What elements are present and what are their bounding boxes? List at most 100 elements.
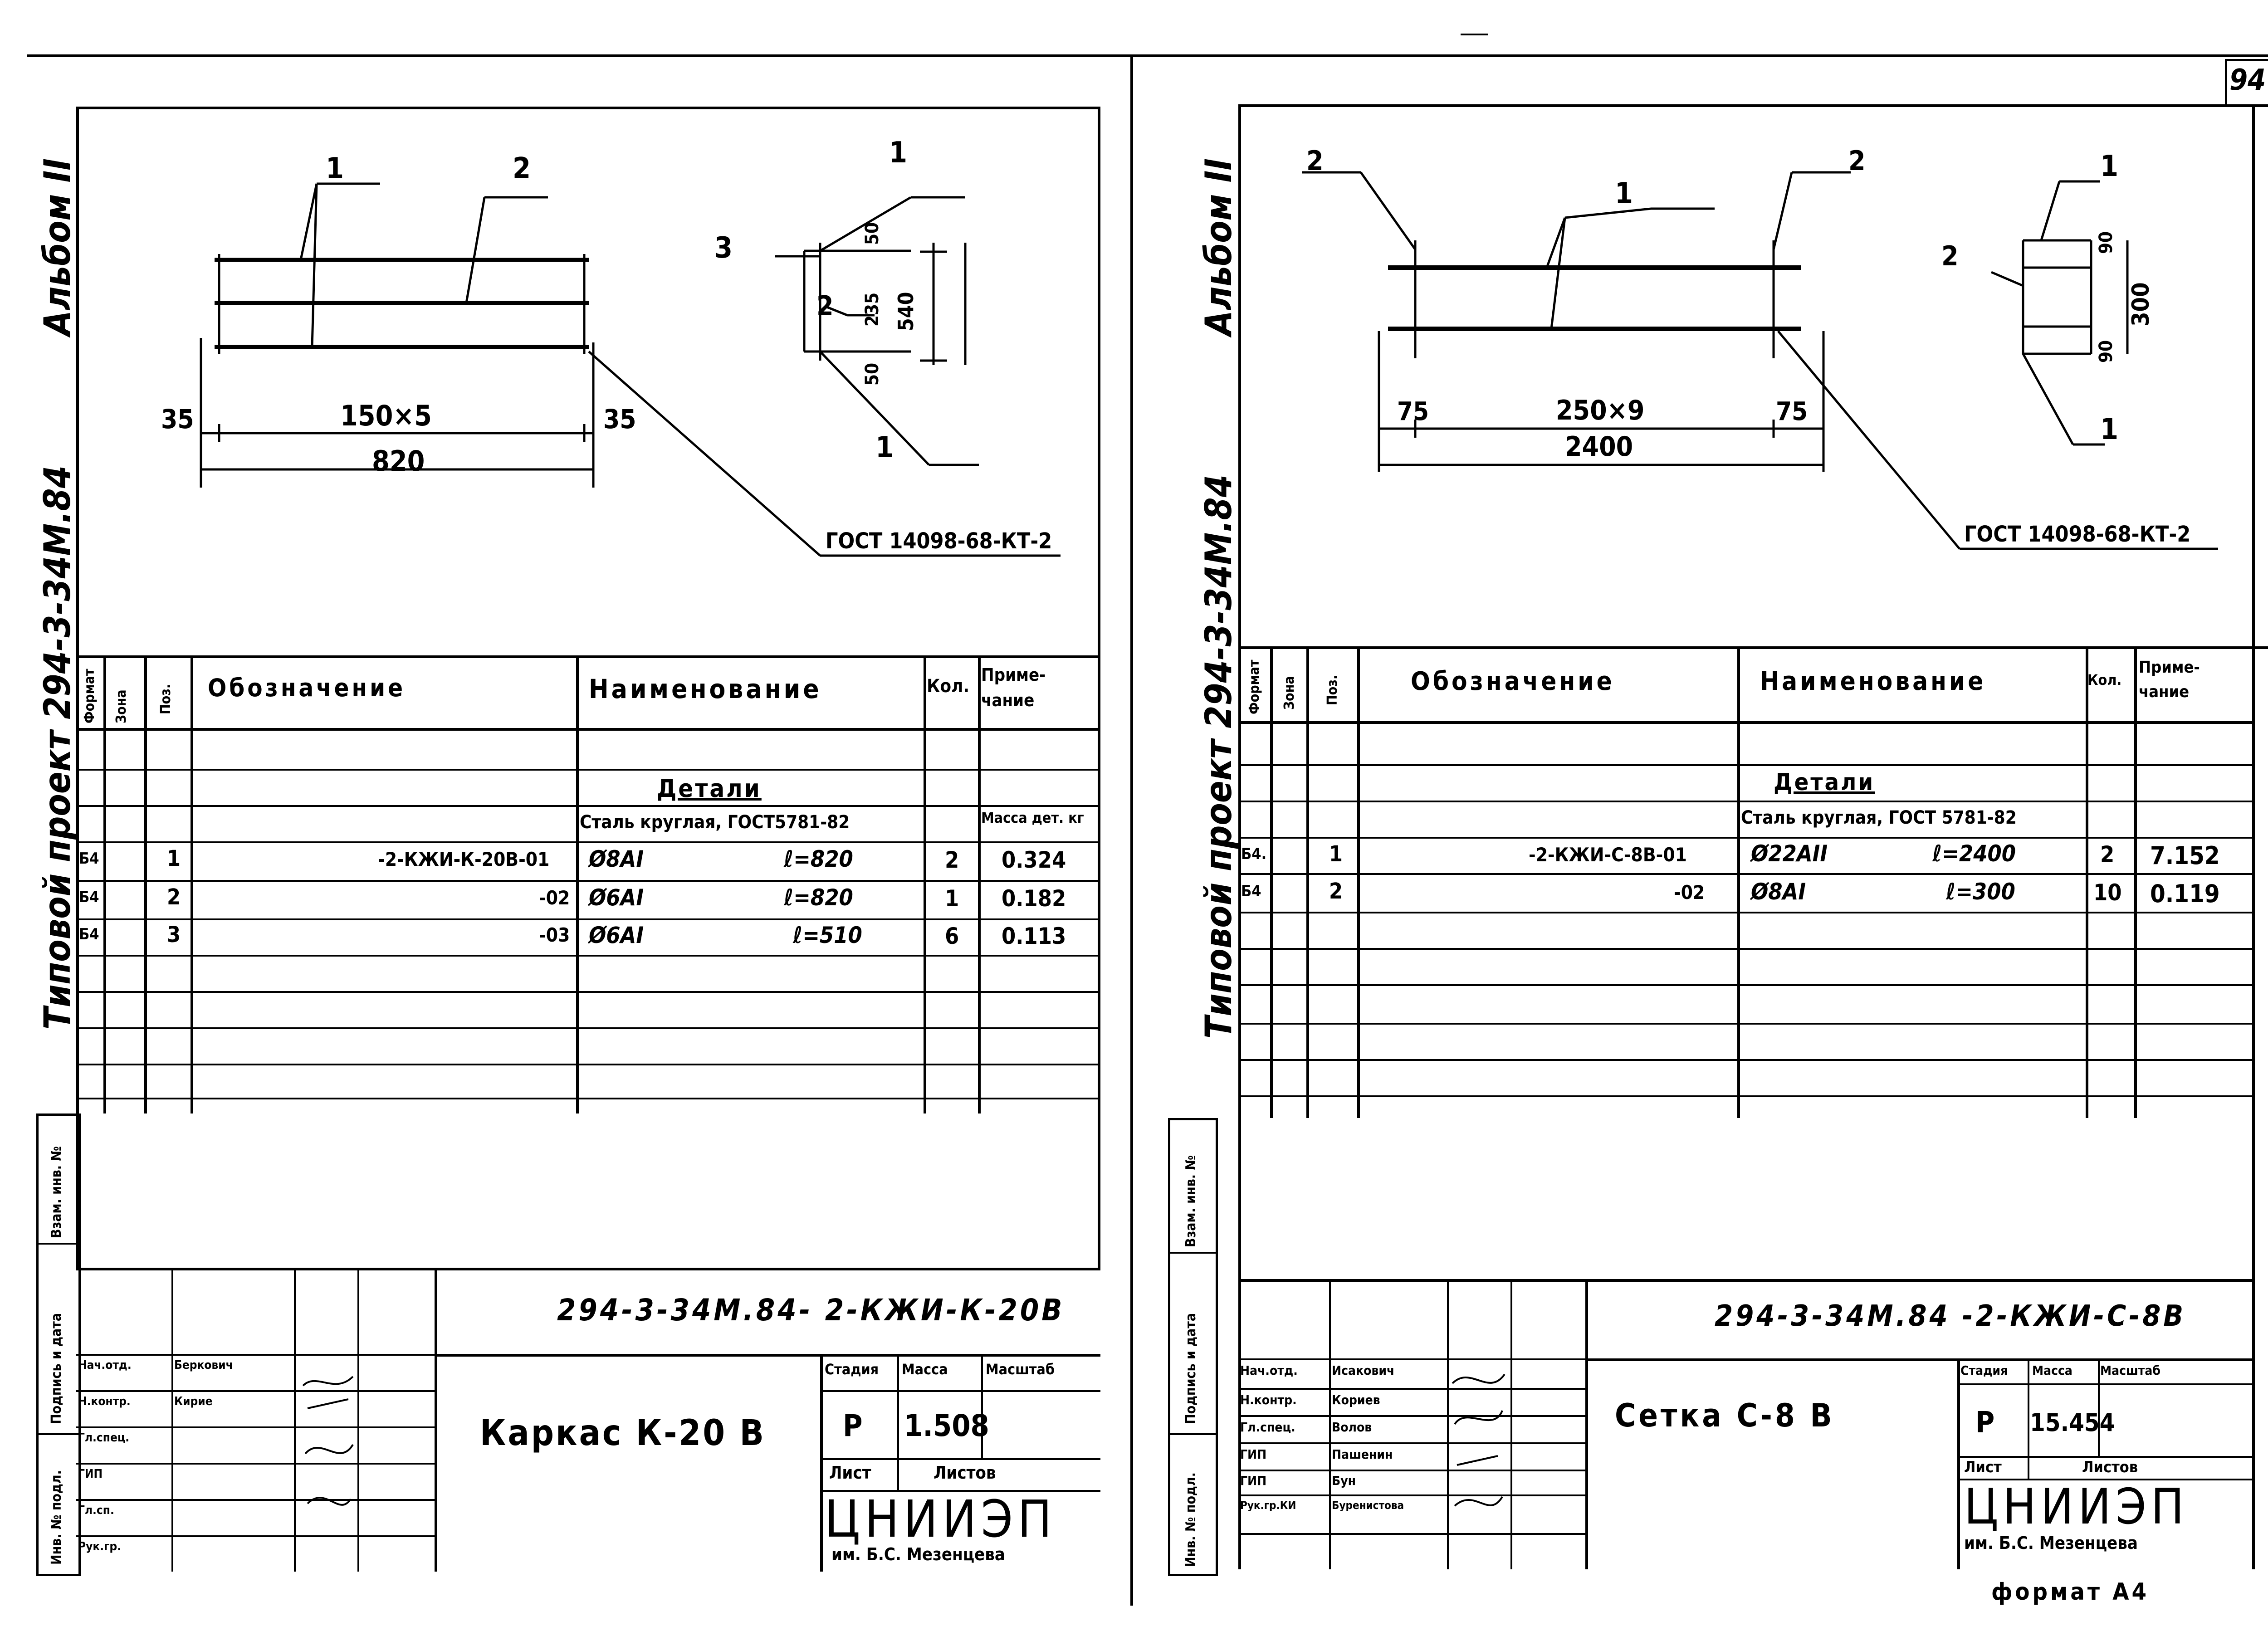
dim-mid-r: 250×9 <box>1556 395 1645 426</box>
section-dim-4: 50 <box>862 362 883 386</box>
side-label-inventory: Инв. № подл. <box>49 1470 64 1565</box>
scale-label-r: Масштаб <box>2100 1363 2160 1378</box>
row3-note: 0.113 <box>1002 923 1066 949</box>
dim-right-r: 75 <box>1776 397 1808 426</box>
role-4: ГИП <box>78 1467 103 1481</box>
doc-code: 294-3-34М.84- 2-КЖИ-К-20В <box>557 1293 1065 1328</box>
top-mark <box>1461 34 1488 35</box>
row1-designation: -2-КЖИ-К-20В-01 <box>378 848 550 870</box>
frame-left <box>76 107 79 1268</box>
row1-pos-r: 1 <box>1329 841 1343 867</box>
section-dim-2-r: 300 <box>2127 282 2155 327</box>
section-callout-3: 3 <box>714 231 733 265</box>
format-label: формат А4 <box>1991 1578 2149 1606</box>
spec-table-r: Формат Зона Поз. Обозначение Наименовани… <box>1238 646 2252 1118</box>
dim-right: 35 <box>603 404 636 435</box>
album-label-r: Альбом II <box>1198 158 1240 336</box>
row1-name-r: Ø22АII <box>1751 840 1828 867</box>
row2-format-r: Б4 <box>1241 882 1261 900</box>
col-header-format-r: Формат <box>1246 659 1262 714</box>
row1-qty-r: 2 <box>2100 841 2115 868</box>
row2-qty-r: 10 <box>2093 879 2122 906</box>
org-sub: им. Б.С. Мезенцева <box>831 1544 1005 1564</box>
name-4-r: Пашенин <box>1332 1447 1393 1462</box>
role-1: Нач.отд. <box>78 1358 132 1372</box>
col-header-qty: Кол. <box>927 676 970 697</box>
dim-left-r: 75 <box>1397 397 1429 426</box>
mass-label-r: Масса <box>2032 1363 2072 1378</box>
title-block-r: Нач.отд. Н.контр. Гл.спец. ГИП ГИП Рук.г… <box>1238 1279 2252 1569</box>
name-1-r: Исакович <box>1332 1363 1395 1378</box>
side-label-replace: Взам. инв. № <box>49 1146 64 1238</box>
section-dim-3-r: 90 <box>2096 340 2116 363</box>
name-2-r: Кориев <box>1332 1392 1380 1407</box>
row2-designation: -02 <box>539 887 570 909</box>
section-dim-1: 50 <box>862 222 883 245</box>
sheets-label: Листов <box>934 1463 996 1483</box>
row1-format: Б4 <box>79 850 99 868</box>
role-5: Гл.сп. <box>78 1504 114 1517</box>
role-6-r: Рук.гр.КИ <box>1240 1499 1296 1512</box>
section-callout-1-top-r: 1 <box>2100 150 2119 183</box>
row2-name-r: Ø8АI <box>1751 879 1806 905</box>
stage-label: Стадия <box>825 1361 879 1378</box>
name-3-r: Волов <box>1332 1420 1372 1435</box>
row1-note-r: 7.152 <box>2150 841 2220 870</box>
row2-note: 0.182 <box>1002 885 1066 912</box>
row1-length-r: ℓ=2400 <box>1932 840 2016 867</box>
row3-name: Ø6АI <box>589 922 644 948</box>
mass-value: 1.508 <box>904 1408 989 1443</box>
row3-pos: 3 <box>167 922 181 947</box>
dim-total: 820 <box>372 444 425 478</box>
name-1: Беркович <box>174 1358 233 1372</box>
side-label-inventory-r: Инв. № подл. <box>1183 1472 1199 1567</box>
row1-format-r: Б4. <box>1241 845 1267 863</box>
album-label: Альбом II <box>36 158 78 336</box>
callout-2-left: 2 <box>1306 145 1324 177</box>
col-header-zone-r: Зона <box>1281 676 1297 710</box>
col-header-name-r: Наименование <box>1760 667 1986 696</box>
side-label-signature-r: Подпись и дата <box>1183 1313 1199 1424</box>
section-callout-2: 2 <box>816 290 834 322</box>
sheet-label: Лист <box>829 1463 871 1483</box>
row1-pos: 1 <box>167 846 181 871</box>
row2-note-r: 0.119 <box>2150 879 2220 908</box>
row3-length: ℓ=510 <box>793 922 862 948</box>
dim-left: 35 <box>161 404 194 435</box>
row2-pos-r: 2 <box>1329 879 1343 904</box>
mesh-drawing-c8 <box>1302 171 2218 550</box>
role-2-r: Н.контр. <box>1240 1392 1297 1407</box>
gost-label-r: ГОСТ 14098-68-КТ-2 <box>1964 522 2191 547</box>
frame-drawing-k20 <box>200 182 1061 557</box>
name-5-r: Бун <box>1332 1473 1356 1488</box>
project-label: Типовой проект 294-3-34М.84 <box>36 465 78 1030</box>
section-callout-1-bottom-r: 1 <box>2100 413 2119 446</box>
project-label-r: Типовой проект 294-3-34М.84 <box>1198 474 1240 1039</box>
role-3: Гл.спец. <box>78 1431 130 1445</box>
material-label: Сталь круглая, ГОСТ5781-82 <box>580 812 850 833</box>
drawing-bottom-r <box>1238 646 2268 649</box>
row1-qty: 2 <box>945 847 959 873</box>
col-header-pos: Поз. <box>158 684 174 714</box>
col-header-designation-r: Обозначение <box>1411 667 1615 696</box>
dim-total-r: 2400 <box>1565 431 1633 463</box>
name-6-r: Буренистова <box>1332 1499 1404 1512</box>
frame-right <box>1098 107 1100 1268</box>
callout-2: 2 <box>513 152 531 186</box>
frame-top <box>76 107 1100 109</box>
sheet-label-r: Лист <box>1964 1458 2002 1476</box>
role-1-r: Нач.отд. <box>1240 1363 1298 1378</box>
row3-qty: 6 <box>945 923 959 949</box>
signature-marks <box>302 1376 354 1506</box>
dim-mid: 150×5 <box>340 399 432 432</box>
section-dim-1-r: 90 <box>2096 231 2116 254</box>
side-stamp-strip-r: Взам. инв. № Подпись и дата Инв. № подл. <box>1168 1118 1218 1576</box>
gost-label: ГОСТ 14098-68-КТ-2 <box>826 528 1052 554</box>
row2-length-r: ℓ=300 <box>1946 879 2015 905</box>
callout-1-r: 1 <box>1615 177 1633 210</box>
scale-label: Масштаб <box>986 1361 1055 1378</box>
spec-table: Формат Зона Поз. Обозначение Наименовани… <box>76 655 1100 1113</box>
side-label-replace-r: Взам. инв. № <box>1183 1155 1199 1247</box>
row2-designation-r: -02 <box>1674 881 1705 903</box>
